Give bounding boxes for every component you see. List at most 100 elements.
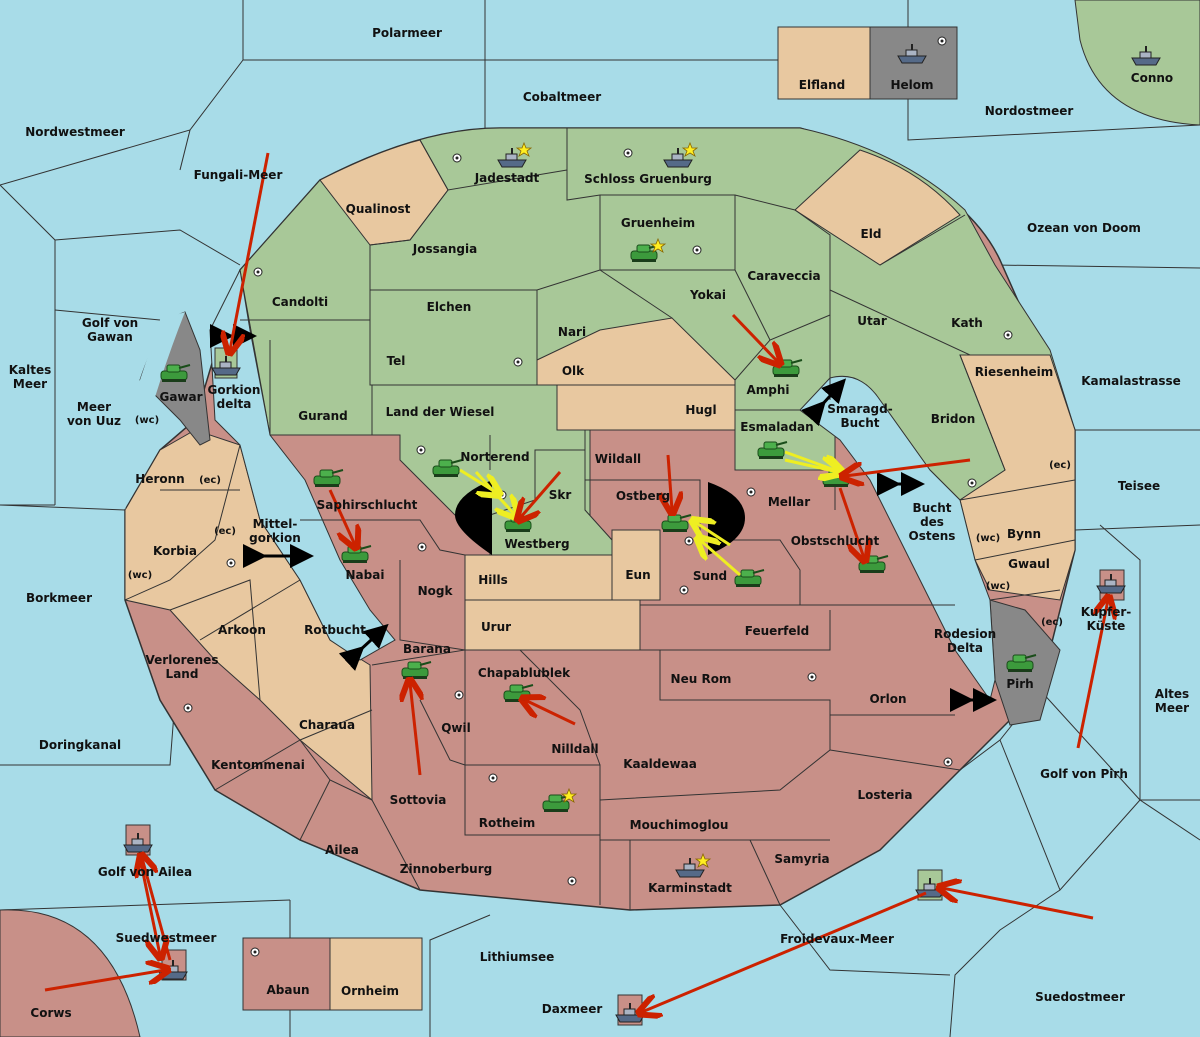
prov-losteria: Losteria (857, 788, 912, 802)
prov-ostberg: Ostberg (616, 489, 670, 503)
prov-kaaldewaa: Kaaldewaa (623, 757, 697, 771)
prov-obstschlucht: Obstschlucht (791, 534, 880, 548)
prov-zinnoberburg: Zinnoberburg (400, 862, 492, 876)
sea-suedostmeer: Suedostmeer (1035, 990, 1125, 1004)
sea-kaltes-1: Kaltes (9, 363, 52, 377)
prov-pirh: Pirh (1006, 677, 1033, 691)
prov-hugl: Hugl (685, 403, 716, 417)
prov-nogk: Nogk (418, 584, 454, 598)
sea-kaltes-2: Meer (13, 377, 47, 391)
prov-mellar: Mellar (768, 495, 810, 509)
prov-eun: Eun (625, 568, 650, 582)
inner-west-sea (209, 268, 396, 661)
prov-eld: Eld (861, 227, 882, 241)
tag-gwaul-ec: (ec) (1041, 617, 1063, 628)
prov-jadestadt: Jadestadt (474, 171, 540, 185)
prov-kentommenai: Kentommenai (211, 758, 305, 772)
province-labels: Elfland Helom Jadestadt Schloss Gruenbur… (135, 78, 1131, 998)
prov-verlorenes-1: Verlorenes (146, 653, 219, 667)
prov-utar: Utar (857, 314, 887, 328)
sea-bucht-3: Ostens (909, 529, 956, 543)
prov-westberg: Westberg (504, 537, 569, 551)
sea-doringkanal: Doringkanal (39, 738, 121, 752)
prov-candolti: Candolti (272, 295, 328, 309)
prov-nilldall: Nilldall (551, 742, 598, 756)
prov-ailea: Ailea (325, 843, 359, 857)
prov-sund: Sund (693, 569, 727, 583)
corws-land (0, 909, 141, 1037)
prov-amphi: Amphi (746, 383, 789, 397)
tag-korbia-wc: (wc) (128, 570, 152, 581)
sea-mittel-2: gorkion (249, 531, 301, 545)
prov-gorkion-1: Gorkion (208, 383, 261, 397)
sea-rodesion-2: Delta (947, 641, 983, 655)
sea-golf-pirh: Golf von Pirh (1040, 767, 1128, 781)
prov-helom: Helom (890, 78, 933, 92)
sea-polarmeer: Polarmeer (372, 26, 442, 40)
prov-caraveccia: Caraveccia (747, 269, 820, 283)
sea-kamalastrasse: Kamalastrasse (1081, 374, 1181, 388)
sea-nordwestmeer: Nordwestmeer (25, 125, 125, 139)
prov-wildall: Wildall (595, 452, 641, 466)
gawan-channel (125, 312, 185, 510)
eun-area (611, 529, 661, 601)
sea-uuz-1: Meer (77, 400, 111, 414)
prov-rotheim: Rotheim (479, 816, 536, 830)
prov-land-wiesel: Land der Wiesel (386, 405, 495, 419)
prov-esmaladan: Esmaladan (740, 420, 813, 434)
province-borders (124, 128, 1076, 910)
tag-gawar-wc: (wc) (135, 415, 159, 426)
sea-conno: Conno (1131, 71, 1173, 85)
olk-area (536, 317, 736, 386)
prov-kath: Kath (951, 316, 983, 330)
sea-altes-1: Altes (1155, 687, 1189, 701)
support-arrows (459, 450, 840, 577)
prov-feuerfeld: Feuerfeld (745, 624, 810, 638)
prov-skr: Skr (549, 488, 572, 502)
move-arrows (44, 152, 1108, 1012)
prov-norterend: Norterend (460, 450, 529, 464)
sea-ozean: Ozean von Doom (1027, 221, 1141, 235)
tag-korbia-ec: (ec) (214, 526, 236, 537)
prov-arkoon: Arkoon (218, 623, 266, 637)
sea-cobaltmeer: Cobaltmeer (523, 90, 601, 104)
prov-ornheim: Ornheim (341, 984, 399, 998)
sea-corws: Corws (30, 1006, 71, 1020)
prov-abaun: Abaun (266, 983, 309, 997)
sea-smaragd-1: Smaragd- (827, 402, 892, 416)
tag-gwaul-wc: (wc) (986, 581, 1010, 592)
sea-nordostmeer: Nordostmeer (985, 104, 1074, 118)
prov-olk: Olk (562, 364, 585, 378)
prov-elchen: Elchen (427, 300, 472, 314)
prov-qwil: Qwil (441, 721, 471, 735)
sea-borkmeer: Borkmeer (26, 591, 92, 605)
sea-labels: Polarmeer Cobaltmeer Nordwestmeer Fungal… (9, 26, 1189, 1020)
sea-teisee: Teisee (1118, 479, 1160, 493)
hugl-area (556, 384, 736, 431)
prov-bynn: Bynn (1007, 527, 1041, 541)
sea-golf-ailea: Golf von Ailea (98, 865, 192, 879)
prov-urur: Urur (481, 620, 511, 634)
prov-heronn: Heronn (135, 472, 184, 486)
sea-bucht-1: Bucht (912, 501, 951, 515)
elfland-box (777, 26, 871, 100)
sea-golf-gawan-2: Gawan (87, 330, 133, 344)
prov-neu-rom: Neu Rom (671, 672, 732, 686)
sea-fungali: Fungali-Meer (194, 168, 283, 182)
prov-mouchimoglou: Mouchimoglou (630, 818, 729, 832)
prov-bridon: Bridon (931, 412, 976, 426)
sea-rotbucht: Rotbucht (304, 623, 366, 637)
prov-elfland: Elfland (799, 78, 845, 92)
prov-saphirschlucht: Saphirschlucht (317, 498, 418, 512)
prov-schloss: Schloss Gruenburg (584, 172, 712, 186)
prov-chapablublek: Chapablublek (478, 666, 571, 680)
prov-tel: Tel (387, 354, 406, 368)
ornheim-box (329, 937, 423, 1011)
sea-golf-gawan-1: Golf von (82, 316, 138, 330)
prov-kupfer-2: Küste (1087, 619, 1126, 633)
prov-karminstadt: Karminstadt (648, 881, 732, 895)
prov-charaua: Charaua (299, 718, 355, 732)
sea-uuz-2: von Uuz (67, 414, 121, 428)
tag-bynn-ec: (ec) (1049, 460, 1071, 471)
prov-orlon: Orlon (869, 692, 906, 706)
